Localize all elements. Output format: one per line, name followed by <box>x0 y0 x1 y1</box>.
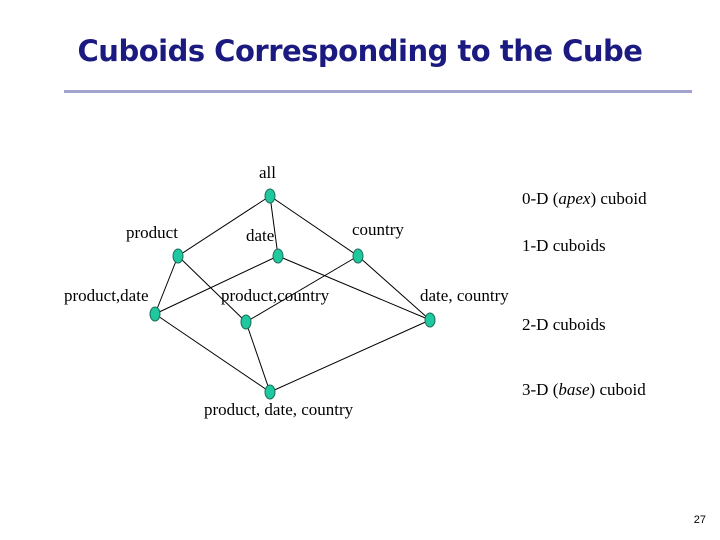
edge-product-productdate <box>154 255 179 315</box>
label-product: product <box>126 223 178 242</box>
title-underline <box>64 90 692 93</box>
edge-all-date <box>269 195 279 257</box>
node-product-country <box>240 314 252 330</box>
label-all: all <box>259 163 276 182</box>
label-product-date: product,date <box>64 286 149 305</box>
slide-title: Cuboids Corresponding to the Cube <box>77 34 643 68</box>
lattice-edges <box>154 195 431 393</box>
level-2d-label: 2-D cuboids <box>522 315 606 334</box>
label-date-country: date, country <box>420 286 509 305</box>
label-country: country <box>352 220 404 239</box>
level-1d-label: 1-D cuboids <box>522 236 606 255</box>
node-product-date <box>149 306 161 322</box>
node-date <box>272 248 284 264</box>
node-product-date-country <box>264 384 276 400</box>
level-apex-label: 0-D (apex) cuboid <box>522 189 647 208</box>
edge-country-productcountry <box>245 255 359 323</box>
level-base-label: 3-D (base) cuboid <box>522 380 646 399</box>
page-number: 27 <box>693 514 706 526</box>
label-product-date-country: product, date, country <box>204 400 354 419</box>
node-all <box>264 188 276 204</box>
edge-country-datecountry <box>357 255 431 321</box>
edge-all-product <box>177 195 271 257</box>
edge-date-datecountry <box>277 255 431 321</box>
edge-all-country <box>269 195 359 257</box>
label-product-country: product,country <box>221 286 330 305</box>
label-date: date <box>246 226 275 245</box>
edge-productcountry-base <box>245 321 271 393</box>
edge-productdate-base <box>154 313 271 393</box>
edge-date-productdate <box>154 255 279 315</box>
node-date-country <box>424 312 436 328</box>
edge-product-productcountry <box>177 255 247 323</box>
edge-datecountry-base <box>269 319 431 393</box>
node-country <box>352 248 364 264</box>
node-product <box>172 248 184 264</box>
